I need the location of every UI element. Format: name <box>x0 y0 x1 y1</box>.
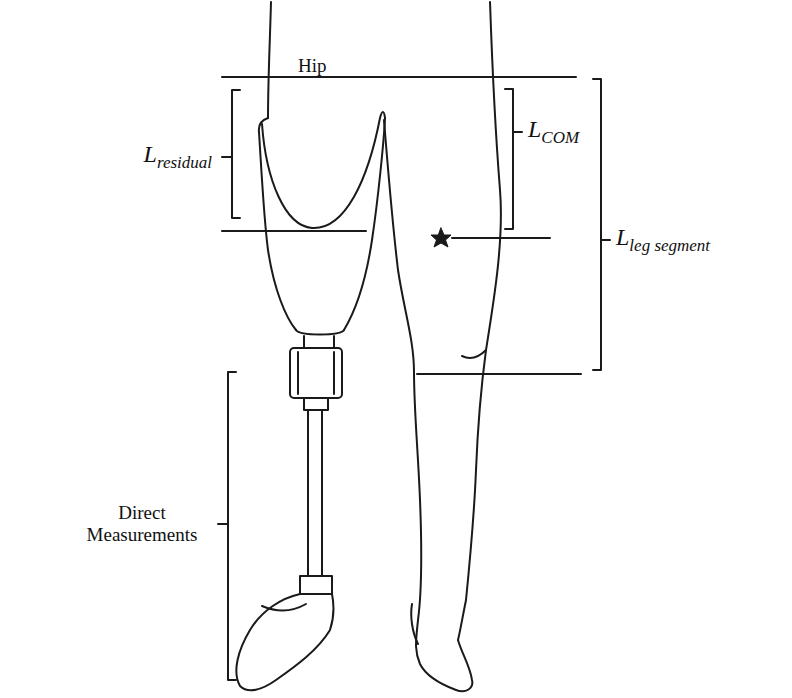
length-symbol: LCOM <box>528 116 579 147</box>
length-symbol: Lresidual <box>144 141 212 172</box>
reference-label: Hip <box>298 55 327 77</box>
measurement-label: Direct Measurements <box>77 502 207 546</box>
length-symbol: Lleg segment <box>616 224 710 255</box>
